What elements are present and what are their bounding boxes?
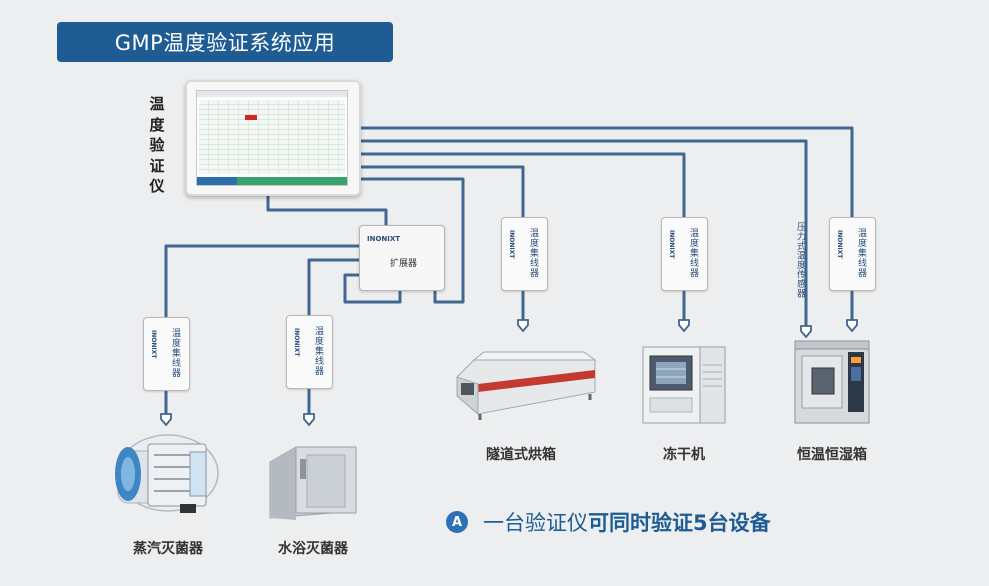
screen-alert-cell [245,115,257,120]
screen-status-bar [197,177,347,185]
collector-label: 温度集线器 [528,228,538,278]
expander-box: INONIXT 扩展器 [359,225,445,291]
page-title: GMP温度验证系统应用 [57,22,393,62]
humidity-chamber-image [794,340,870,424]
collector-brand: INONIXT [293,328,300,357]
tagline-normal-text: 一台验证仪 [483,511,588,535]
tunnel-oven-image [456,351,597,420]
collector-brand: INONIXT [508,230,515,259]
collector-brand: INONIXT [836,230,843,259]
device-label-water-bath: 水浴灭菌器 [278,541,348,557]
tagline-bold-text: 可同时验证5台设备 [588,511,771,535]
probe-connector-sensor [800,325,812,339]
tagline-badge: A [446,511,468,533]
probe-connector-steam [160,413,172,427]
collector-brand: INONIXT [150,330,157,359]
device-label-freeze-dryer: 冻干机 [663,447,705,463]
collector-label: 温度集线器 [170,328,180,378]
line-to-humidity-chamber [357,126,854,217]
device-label-steam-autoclave: 蒸汽灭菌器 [133,541,203,557]
screen-header-bar [197,91,347,97]
line-instrument-expander [266,192,388,225]
probe-connector-dryer [678,319,690,333]
screen-data-grid [199,100,345,174]
line-to-pressure-sensor [357,139,808,326]
collector-label: 温度集线器 [688,228,698,278]
freeze-dryer-image [642,346,726,424]
line-to-freeze-dryer [357,152,686,217]
device-label-tunnel-oven: 隧道式烘箱 [486,447,556,463]
steam-autoclave-image [115,434,219,513]
temperature-validator-monitor [185,80,361,196]
water-bath-sterilizer-image [269,446,357,520]
probe-connector-oven [517,319,529,333]
line-to-steam-autoclave [164,244,359,317]
collector-label: 温度集线器 [313,326,323,376]
collector-brand: INONIXT [668,230,675,259]
pressure-sensor-label: 压力式温度传感器 [795,222,805,298]
probe-connector-chamber [846,319,858,333]
collector-water-bath: INONIXT 温度集线器 [286,315,333,389]
device-label-humidity-chamber: 恒温恒湿箱 [797,447,867,463]
collector-label: 温度集线器 [856,228,866,278]
collector-steam: INONIXT 温度集线器 [143,317,190,391]
instrument-label: 温度验证仪 [149,95,165,195]
line-to-tunnel-oven [357,165,525,217]
collector-humidity-chamber: INONIXT 温度集线器 [829,217,876,291]
expander-label: 扩展器 [390,259,418,269]
line-expander-loop [343,273,402,304]
line-to-expander-right [357,177,465,304]
expander-brand: INONIXT [367,235,401,243]
collector-freeze-dryer: INONIXT 温度集线器 [661,217,708,291]
line-to-water-bath [307,258,359,315]
tagline: A 一台验证仪 可同时验证5台设备 [446,507,771,537]
collector-tunnel-oven: INONIXT 温度集线器 [501,217,548,291]
monitor-screen [196,90,348,186]
probe-connector-water [303,413,315,427]
screen-status-bar-left [197,177,237,185]
